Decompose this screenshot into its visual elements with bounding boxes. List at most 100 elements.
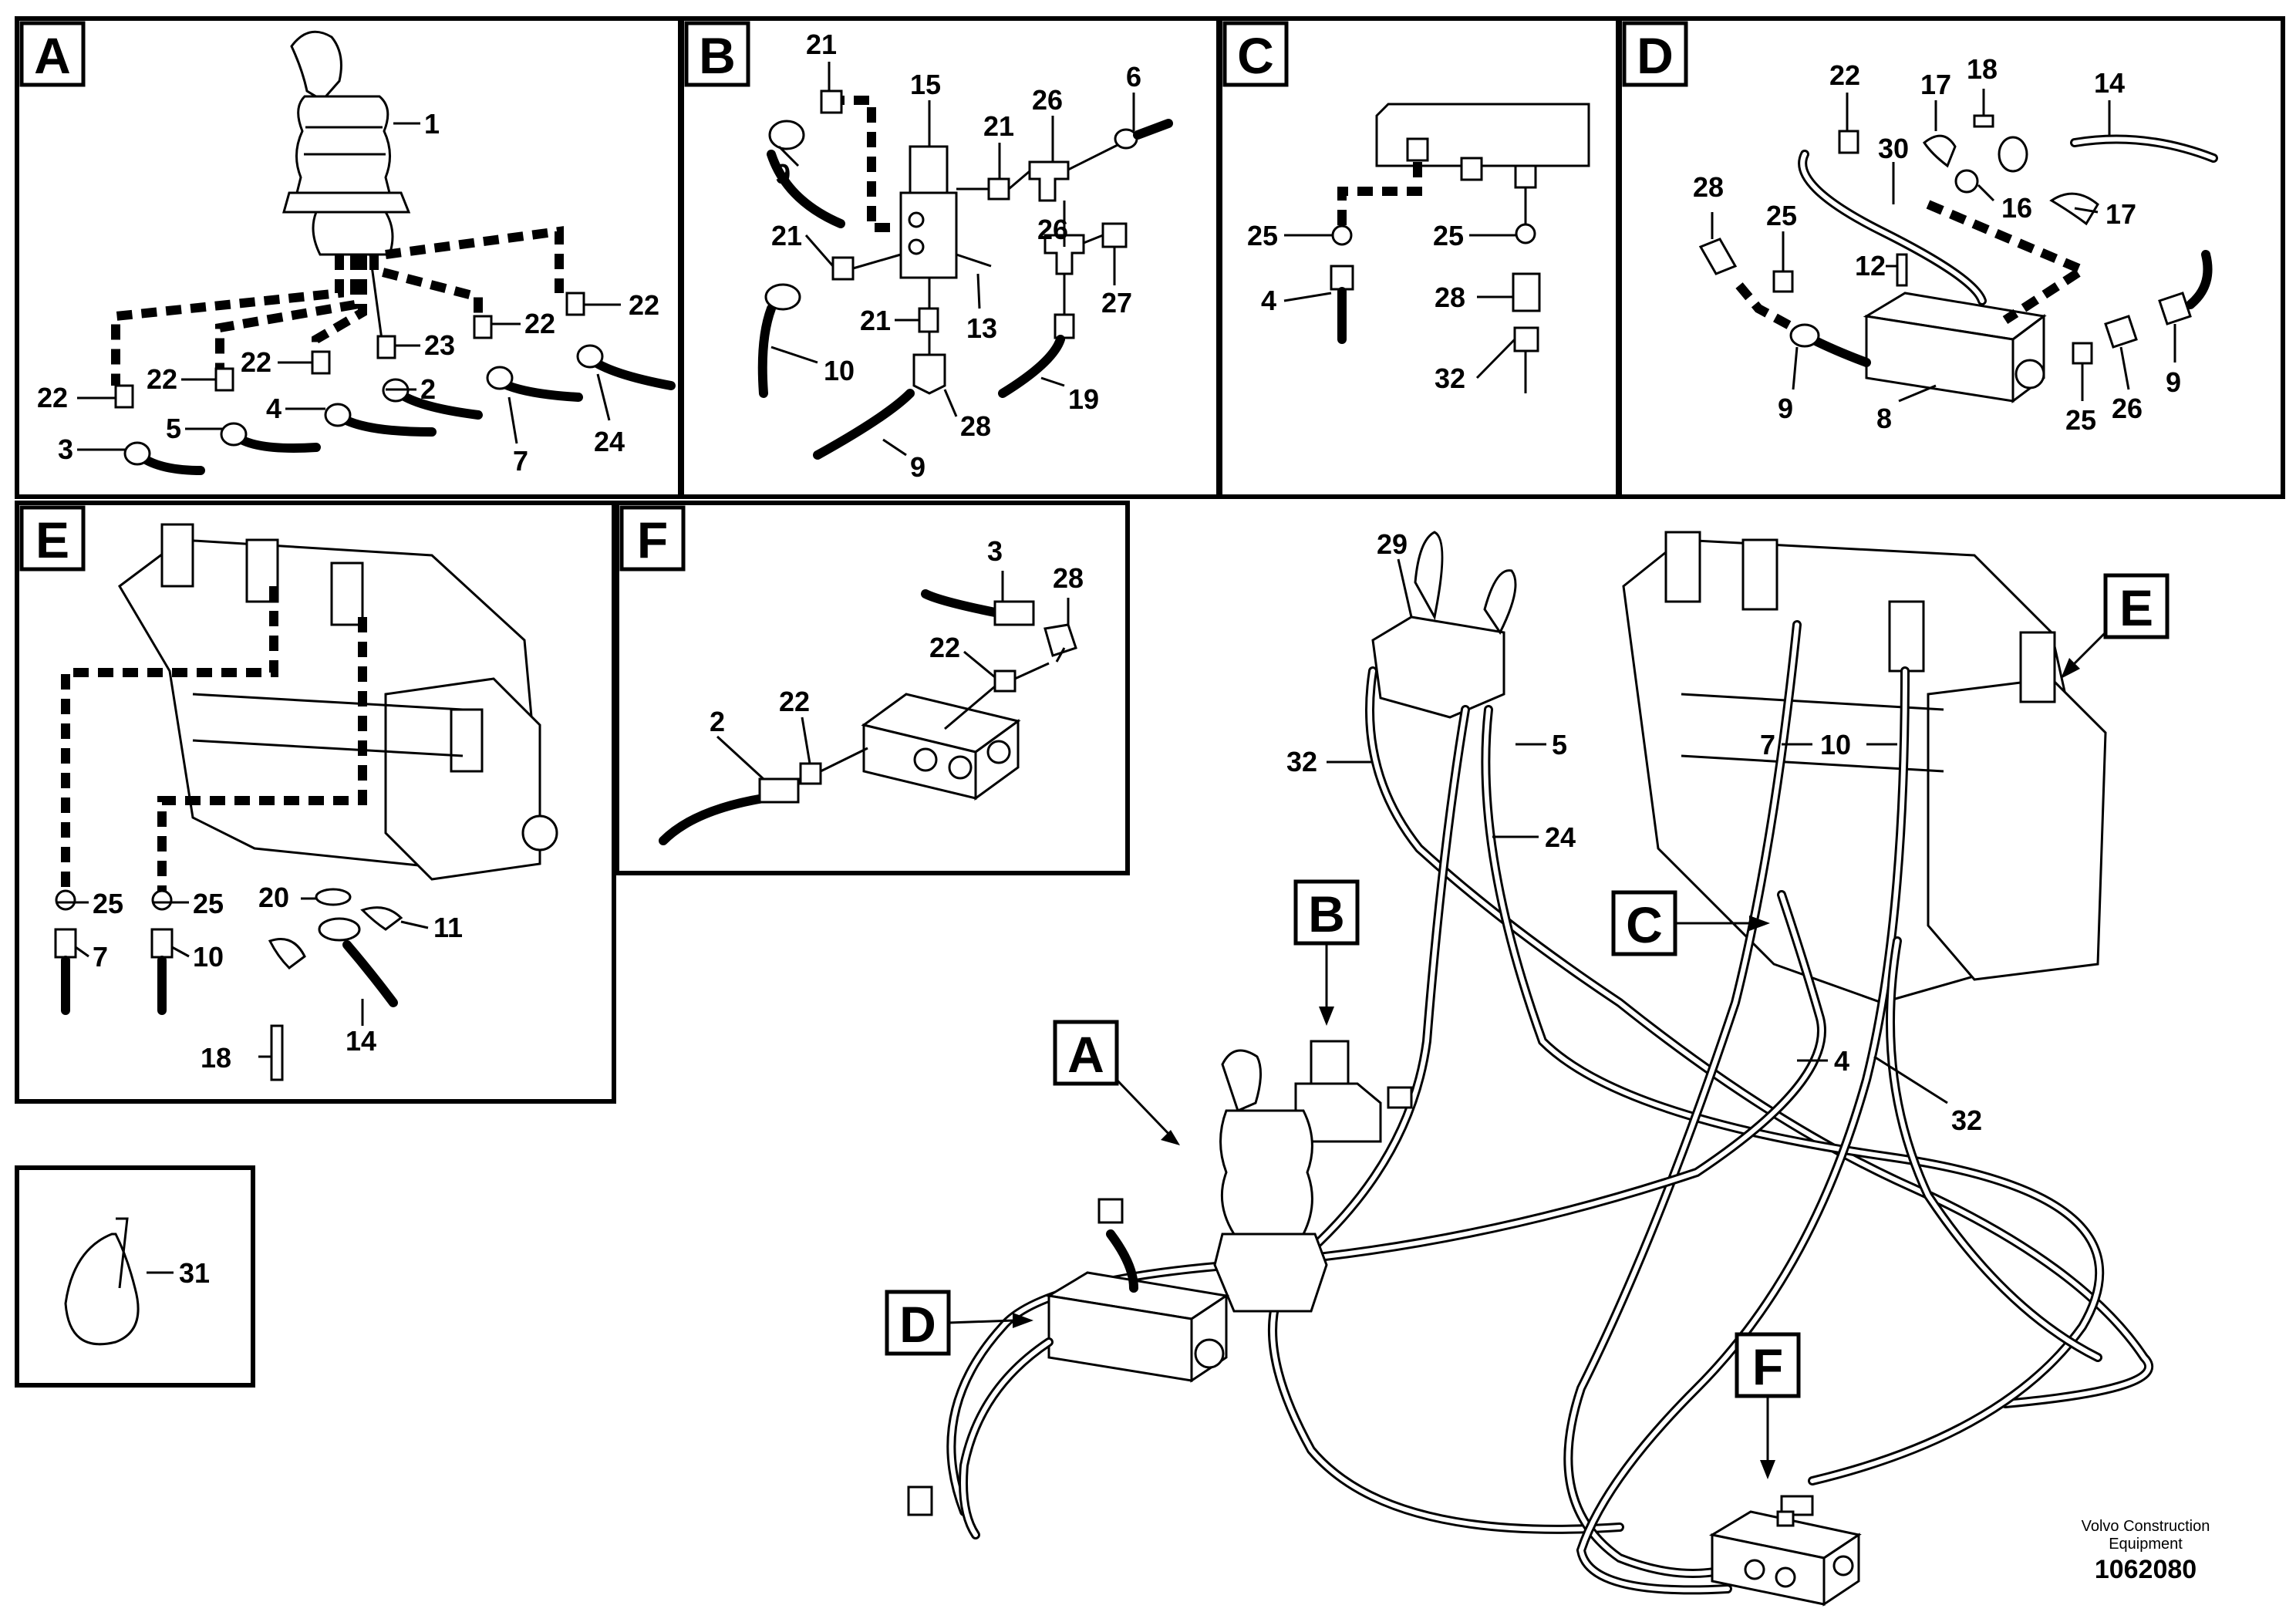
svg-text:C: C	[1626, 896, 1663, 953]
joystick-valve	[312, 211, 394, 256]
callout-a-22-a: 22	[37, 382, 68, 413]
svg-text:C: C	[1237, 27, 1274, 84]
valve-block-outline	[1375, 103, 1590, 167]
joystick-boot	[295, 95, 391, 194]
svg-text:A: A	[1067, 1026, 1104, 1083]
panel-f-label: F	[619, 505, 686, 572]
panel-b-drawing: 21 15 21 26 6 9 21 26 27 21 13 10 28 19 …	[757, 29, 1173, 483]
callout-e-18: 18	[201, 1042, 231, 1074]
callout-c-32: 32	[1435, 363, 1465, 394]
callout-e-25-b: 25	[193, 888, 224, 919]
callout-10: 10	[1820, 729, 1851, 760]
panel-c-label: C	[1222, 21, 1289, 87]
panel-c-frame	[1218, 16, 1620, 499]
callout-f-22-a: 22	[929, 632, 960, 663]
callout-b-26-b: 26	[1037, 214, 1068, 245]
joystick-base	[282, 191, 411, 214]
callout-e-11: 11	[433, 912, 463, 943]
callout-d-30: 30	[1878, 133, 1909, 164]
callout-e-14: 14	[346, 1025, 376, 1057]
callout-a-2: 2	[420, 373, 436, 405]
callout-d-17-a: 17	[1920, 69, 1951, 100]
callout-c-28: 28	[1435, 282, 1465, 313]
callout-f-28: 28	[1053, 562, 1084, 594]
callout-a-4: 4	[266, 393, 282, 424]
callout-c-4: 4	[1261, 285, 1276, 316]
callout-f-22-b: 22	[779, 686, 810, 717]
callout-b-13: 13	[966, 312, 997, 344]
solenoid-coil	[909, 145, 949, 194]
panel-a-label: A	[19, 21, 86, 87]
panel-e-frame	[15, 501, 616, 1104]
panel-f-frame	[615, 501, 1130, 875]
callout-a-3: 3	[58, 433, 73, 465]
callout-a-24: 24	[594, 426, 625, 457]
callout-a-1: 1	[424, 108, 440, 140]
callout-d-12: 12	[1855, 250, 1886, 282]
panel-d-frame	[1617, 16, 2285, 499]
panel-c-drawing: 25 25 4 28 32	[1247, 103, 1590, 394]
callout-b-27: 27	[1101, 287, 1132, 319]
svg-text:D: D	[1637, 27, 1674, 84]
callout-32-a: 32	[1286, 746, 1317, 777]
callout-d-9-b: 9	[2166, 366, 2181, 398]
pointer-f: F	[1735, 1332, 1801, 1479]
callout-d-8: 8	[1876, 403, 1892, 434]
callout-b-21-a: 21	[806, 29, 837, 60]
callout-d-14: 14	[2094, 67, 2125, 99]
callout-b-9-b: 9	[910, 451, 925, 483]
callout-a-22-e: 22	[629, 289, 659, 321]
panel-e-label: E	[19, 505, 86, 572]
overview-joystick	[1219, 1109, 1313, 1236]
callout-29: 29	[1377, 528, 1408, 560]
callout-e-20: 20	[258, 882, 289, 913]
pointer-c: C	[1611, 890, 1770, 956]
callout-e-25-a: 25	[93, 888, 123, 919]
manufacturer-line-1: Volvo Construction	[2082, 1518, 2210, 1535]
callout-b-26-a: 26	[1032, 84, 1063, 116]
callout-b-21-c: 21	[771, 220, 802, 251]
pointer-a: A	[1053, 1020, 1180, 1145]
callout-f-3: 3	[987, 535, 1003, 567]
callout-b-9-a: 9	[775, 158, 791, 190]
svg-text:A: A	[34, 27, 71, 84]
callout-a-7: 7	[513, 445, 528, 477]
callout-b-6: 6	[1126, 61, 1141, 93]
callout-a-22-d: 22	[524, 308, 555, 339]
callout-d-22: 22	[1829, 59, 1860, 91]
pointer-d: D	[885, 1290, 1033, 1356]
callout-24: 24	[1545, 821, 1576, 853]
pointer-b: B	[1293, 879, 1360, 1026]
callout-b-21-b: 21	[983, 110, 1014, 142]
overview-assembly: 29 32 5 24 7 10 4 32	[907, 528, 2153, 1607]
callout-d-26: 26	[2112, 393, 2143, 424]
pointer-e: E	[2061, 573, 2170, 679]
callout-b-15: 15	[910, 69, 941, 100]
callout-32-b: 32	[1951, 1104, 1982, 1136]
callout-f-2: 2	[710, 706, 725, 737]
callout-d-25-a: 25	[1766, 200, 1797, 231]
callout-b-19: 19	[1068, 383, 1099, 415]
svg-text:B: B	[699, 27, 736, 84]
callout-c-25-b: 25	[1433, 220, 1464, 251]
panel-e-drawing: 25 25 20 11 7 10 18 14	[54, 523, 558, 1081]
svg-text:E: E	[2119, 579, 2153, 636]
callout-a-22-b: 22	[147, 363, 177, 395]
panel-b-label: B	[684, 21, 750, 87]
callout-d-9-a: 9	[1778, 393, 1793, 424]
manufacturer-line-2: Equipment	[2109, 1536, 2183, 1553]
svg-text:B: B	[1308, 885, 1345, 943]
callout-d-16: 16	[2001, 192, 2032, 224]
solenoid-valve-body	[899, 191, 958, 279]
cable-tie-drawing: 31	[64, 1217, 210, 1346]
callout-b-10: 10	[824, 355, 855, 386]
tee-fitting-top	[1028, 160, 1070, 202]
callout-d-18: 18	[1967, 53, 1998, 85]
svg-text:E: E	[35, 511, 69, 568]
callout-b-21-d: 21	[860, 305, 891, 336]
callout-e-7: 7	[93, 941, 108, 973]
callout-c-25-a: 25	[1247, 220, 1278, 251]
drawing-number: 1062080	[2095, 1555, 2197, 1584]
callout-a-23: 23	[424, 329, 455, 361]
